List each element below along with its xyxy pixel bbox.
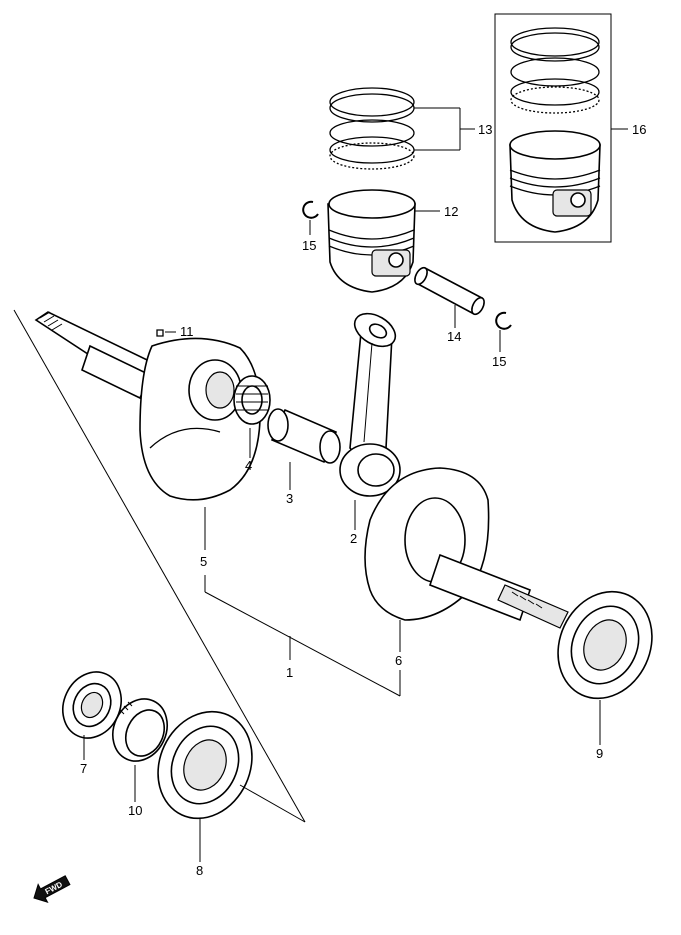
oversize-set-box bbox=[494, 13, 612, 243]
label-13: 13 bbox=[478, 122, 492, 137]
label-5: 5 bbox=[200, 554, 207, 569]
ball-bearing bbox=[157, 710, 253, 820]
label-2: 2 bbox=[350, 531, 357, 546]
callout-labels: 1 2 3 4 5 6 7 8 9 10 11 12 13 14 15 15 1… bbox=[80, 122, 646, 878]
label-8: 8 bbox=[196, 863, 203, 878]
needle-bearing-icon bbox=[112, 698, 168, 762]
piston-icon bbox=[509, 130, 601, 233]
fwd-arrow-icon: FWD bbox=[33, 875, 71, 903]
needle-bearing-icon bbox=[233, 375, 271, 425]
label-9: 9 bbox=[596, 746, 603, 761]
crank-pin bbox=[267, 408, 341, 464]
label-11: 11 bbox=[180, 324, 194, 339]
ring-icon bbox=[510, 27, 600, 57]
label-15a: 15 bbox=[302, 238, 316, 253]
ring-icon bbox=[329, 136, 415, 164]
piston-pin bbox=[414, 266, 485, 316]
ring-icon bbox=[329, 93, 415, 123]
ring-icon bbox=[510, 32, 600, 62]
ball-bearing bbox=[62, 671, 122, 739]
label-7: 7 bbox=[80, 761, 87, 776]
label-12: 12 bbox=[444, 204, 458, 219]
label-3: 3 bbox=[286, 491, 293, 506]
con-rod-icon bbox=[339, 312, 401, 497]
label-1: 1 bbox=[286, 665, 293, 680]
ring-icon bbox=[329, 142, 415, 170]
piston-ring-set bbox=[329, 87, 415, 170]
label-16: 16 bbox=[632, 122, 646, 137]
label-4: 4 bbox=[245, 458, 252, 473]
crankshaft-right-half bbox=[364, 467, 569, 629]
ring-icon bbox=[329, 87, 415, 117]
ring-icon bbox=[510, 86, 600, 114]
circlip-icon bbox=[495, 311, 512, 330]
piston-icon bbox=[327, 189, 416, 293]
oversize-piston-set bbox=[494, 13, 612, 243]
label-15b: 15 bbox=[492, 354, 506, 369]
label-10: 10 bbox=[128, 803, 142, 818]
ring-icon bbox=[510, 57, 600, 87]
circlip-icon bbox=[302, 200, 319, 219]
label-6: 6 bbox=[395, 653, 402, 668]
crankshaft-left-half bbox=[34, 311, 261, 501]
key-icon bbox=[156, 329, 164, 337]
leader-lines bbox=[13, 107, 628, 862]
ring-icon bbox=[329, 119, 415, 147]
label-14: 14 bbox=[447, 329, 461, 344]
ball-bearing bbox=[557, 590, 653, 700]
ring-icon bbox=[510, 78, 600, 106]
